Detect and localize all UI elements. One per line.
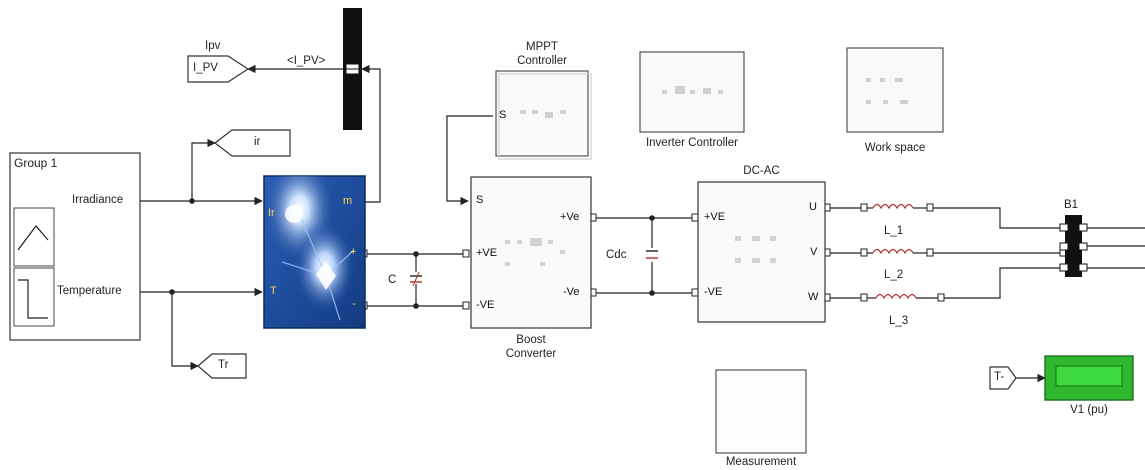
boost-port-in-pos: +VE (476, 247, 498, 259)
wire-pv-m (361, 64, 381, 203)
dcac-port-in-neg: -VE (704, 286, 723, 298)
boost-converter-block[interactable] (470, 176, 592, 329)
wire-mppt-s (446, 115, 493, 206)
ir-goto-tag[interactable] (214, 129, 291, 157)
inductor-l3 (875, 293, 917, 300)
measurement-block[interactable] (715, 369, 807, 454)
mppt-title-line1: MPPT (526, 41, 558, 53)
pv-port-ir: Ir (268, 207, 275, 219)
inductor-l2 (872, 248, 914, 255)
boost-port-in-neg: -VE (476, 299, 495, 311)
bus-b1-label: B1 (1064, 199, 1079, 211)
t-from-tag[interactable] (989, 366, 1017, 390)
inductor-l3-label: L_3 (889, 315, 909, 327)
inductor-coils (867, 203, 938, 300)
wire-w-out (943, 267, 1063, 299)
capacitor-c[interactable] (409, 271, 423, 287)
signal-group-out-irradiance: Irradiance (72, 194, 124, 206)
ipv-goto-tag-text: I_PV (193, 62, 218, 74)
boost-label-line1: Boost (516, 334, 546, 346)
boost-port-out-neg: -Ve (563, 286, 580, 298)
dcac-port-w: W (808, 291, 819, 303)
pv-sun-glare (285, 205, 303, 223)
mppt-controller-block[interactable] (495, 70, 592, 160)
signal-group-title: Group 1 (14, 156, 58, 170)
capacitor-cdc-label: Cdc (606, 249, 627, 261)
signal-group-block[interactable] (9, 152, 141, 341)
bus-selector-signal-label: <I_PV> (287, 55, 326, 67)
ipv-goto-label: Ipv (205, 40, 221, 52)
t-from-tag-text: T- (994, 371, 1005, 383)
pv-port-t: T (270, 285, 277, 297)
signal-group-out-temperature: Temperature (57, 285, 122, 297)
dcac-title: DC-AC (743, 165, 780, 177)
tr-goto-tag[interactable] (197, 353, 247, 379)
boost-label-line2: Converter (505, 348, 557, 360)
dcac-port-v: V (810, 246, 818, 258)
measurement-label: Measurement (725, 456, 797, 468)
inverter-controller-block[interactable] (639, 51, 745, 133)
bus-selector[interactable] (343, 8, 362, 130)
boost-port-s: S (476, 194, 484, 206)
inverter-controller-label: Inverter Controller (645, 137, 739, 149)
dcac-inverter-block[interactable] (697, 181, 826, 323)
wire-ir-branch (191, 138, 216, 201)
junctions (169, 198, 655, 309)
bus-b1-block[interactable] (1059, 215, 1088, 277)
pv-port-plus: + (350, 246, 357, 258)
pv-port-m: m (343, 195, 353, 207)
inductor-l1 (872, 203, 914, 210)
boost-port-out-pos: +Ve (560, 211, 580, 223)
capacitor-c-label: C (388, 274, 397, 286)
v1-scope-block[interactable] (1044, 355, 1134, 401)
ipv-goto-tag[interactable] (187, 55, 250, 83)
pv-port-minus: - (352, 298, 356, 310)
mppt-title-line2: Controller (517, 55, 567, 67)
ir-goto-tag-text: ir (254, 136, 261, 148)
v1-scope-label: V1 (pu) (1070, 404, 1108, 416)
workspace-block[interactable] (846, 47, 944, 133)
pv-array-block[interactable] (263, 175, 366, 329)
dcac-port-in-pos: +VE (704, 211, 726, 223)
capacitor-cdc[interactable] (645, 248, 659, 262)
inductor-l1-label: L_1 (884, 225, 904, 237)
wire-u-out (930, 207, 1063, 229)
inductor-l2-label: L_2 (884, 269, 904, 281)
tr-goto-tag-text: Tr (218, 359, 229, 371)
wire-tr-branch (171, 292, 199, 371)
dcac-port-u: U (809, 201, 817, 213)
workspace-label: Work space (864, 142, 926, 154)
mppt-port-s: S (499, 109, 507, 121)
